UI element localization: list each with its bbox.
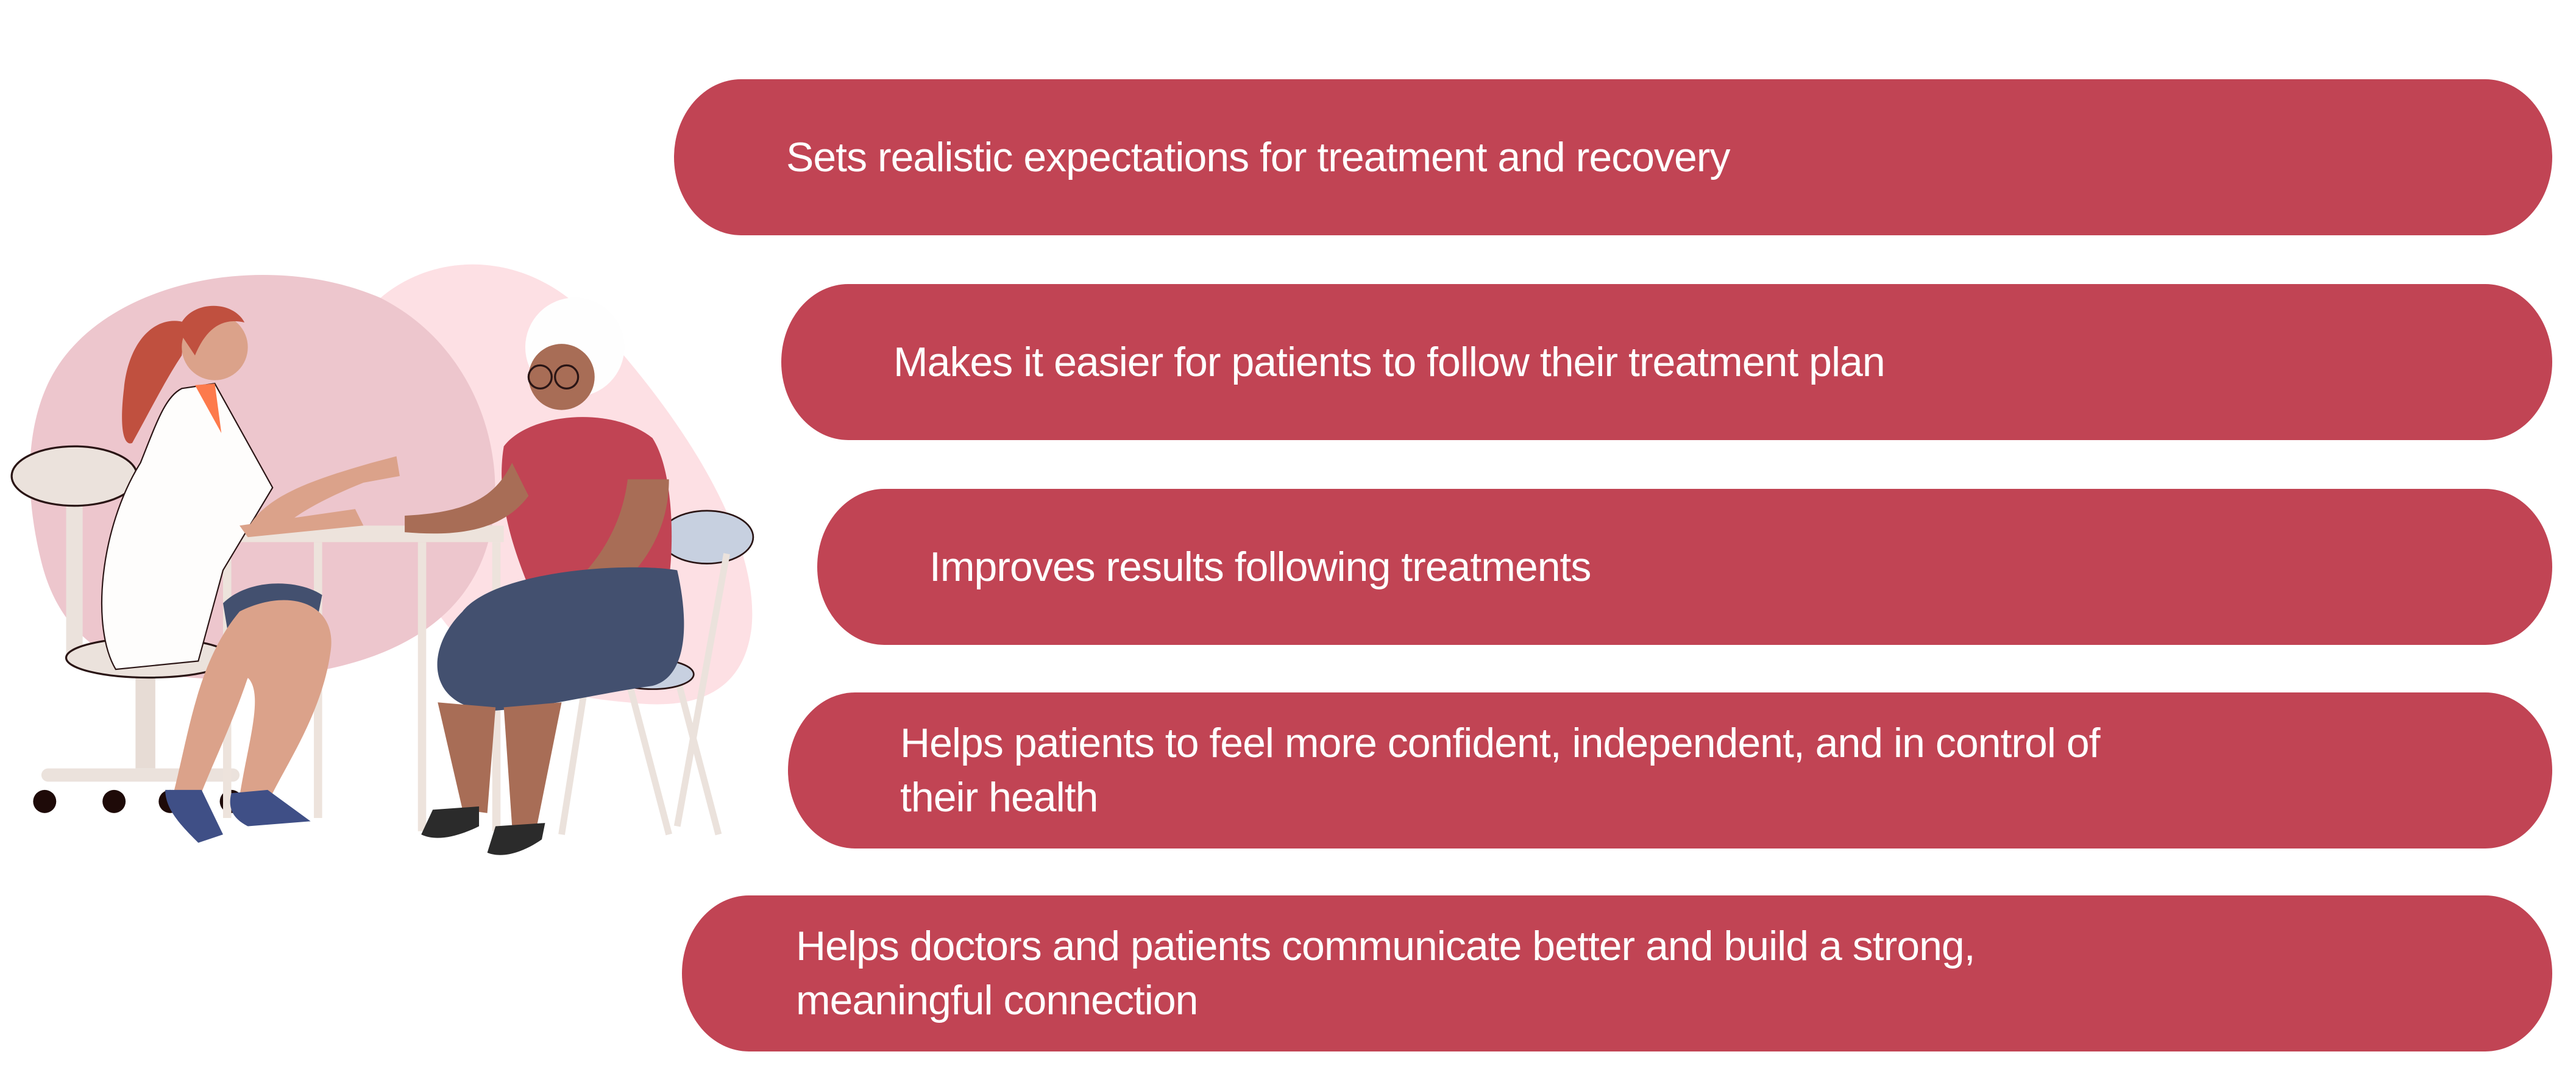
benefit-text: Makes it easier for patients to follow t…: [893, 338, 1886, 385]
benefit-text-line-1: Helps patients to feel more confident, i…: [900, 720, 2101, 766]
benefit-pill-3: Improves results following treatments: [817, 489, 2552, 645]
benefit-text: Improves results following treatments: [929, 543, 1591, 590]
benefit-pill-5: Helps doctors and patients communicate b…: [682, 895, 2552, 1051]
benefit-text: Sets realistic expectations for treatmen…: [786, 133, 1731, 180]
benefit-text-line-2: their health: [900, 774, 1098, 820]
doctor-patient-illustration: [10, 264, 754, 855]
benefit-text-line-1: Helps doctors and patients communicate b…: [796, 923, 1976, 969]
benefit-pill-1: Sets realistic expectations for treatmen…: [674, 79, 2552, 235]
benefit-text-line-2: meaningful connection: [796, 977, 1198, 1023]
patient: [405, 297, 684, 855]
benefit-pill-2: Makes it easier for patients to follow t…: [781, 284, 2552, 440]
doctor: [101, 305, 400, 843]
benefit-pill-4: Helps patients to feel more confident, i…: [788, 692, 2552, 848]
